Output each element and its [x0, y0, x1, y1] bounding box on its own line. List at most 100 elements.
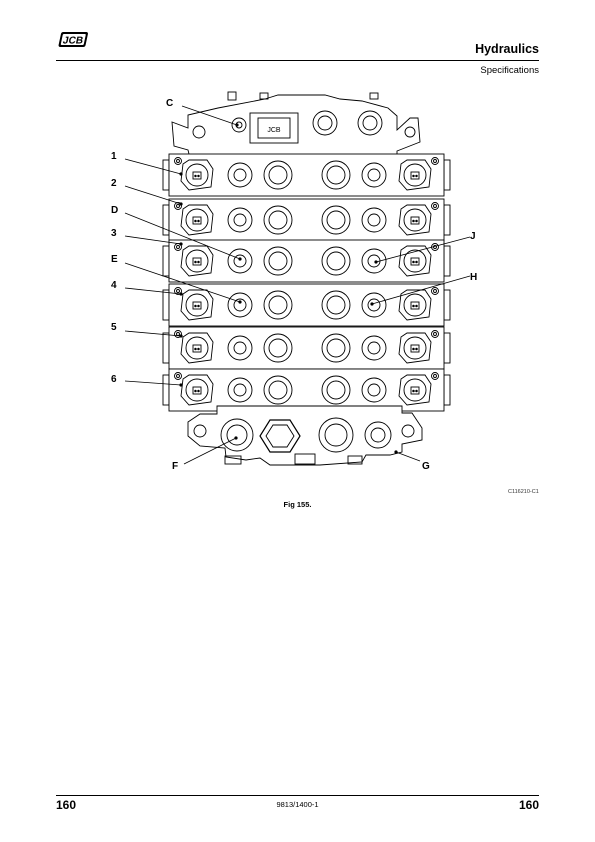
solenoid-coil [403, 293, 427, 317]
section-title: Hydraulics [475, 42, 539, 56]
mount-bolt [174, 330, 182, 338]
leader-lines [124, 105, 471, 465]
callout-3: 3 [111, 228, 117, 239]
connector-icon [192, 216, 202, 225]
solenoid-coil [403, 163, 427, 187]
top-cover: JCB [171, 91, 421, 159]
connector-icon [192, 386, 202, 395]
port-inner [233, 254, 247, 268]
connector-icon [410, 257, 420, 266]
port-outer [227, 292, 253, 318]
section-body [168, 326, 445, 370]
port-inner [233, 213, 247, 227]
port-outer [227, 335, 253, 361]
port-inner [367, 298, 381, 312]
port-inner [326, 251, 346, 271]
valve-section-2 [162, 198, 451, 242]
side-tab-right [443, 159, 451, 191]
footer-rule [56, 795, 539, 796]
port-inner [367, 213, 381, 227]
mount-bolt [174, 157, 182, 165]
port-outer [263, 333, 293, 363]
side-tab-left [162, 245, 170, 277]
port-outer [227, 162, 253, 188]
port-outer [361, 207, 387, 233]
port-outer [361, 377, 387, 403]
document-number: 9813/1400-1 [276, 800, 319, 809]
side-tab-left [162, 159, 170, 191]
port-outer [227, 207, 253, 233]
valve-section-6 [162, 368, 451, 412]
valve-section-5 [162, 326, 451, 370]
callout-j: J [470, 231, 476, 242]
callout-4: 4 [111, 280, 117, 291]
port-outer [263, 205, 293, 235]
subsection-title: Specifications [480, 65, 539, 76]
port-outer [321, 375, 351, 405]
port-outer [361, 335, 387, 361]
jcb-logo: JCB [58, 32, 88, 47]
port-outer [321, 246, 351, 276]
port-outer [321, 205, 351, 235]
port-inner [326, 165, 346, 185]
mount-bolt [431, 372, 439, 380]
callout-f: F [172, 461, 178, 472]
port-outer [321, 290, 351, 320]
mount-bolt [174, 372, 182, 380]
connector-icon [410, 171, 420, 180]
connector-icon [192, 301, 202, 310]
port-outer [361, 162, 387, 188]
port-inner [268, 338, 288, 358]
mount-bolt [431, 287, 439, 295]
header-rule [56, 60, 539, 61]
side-tab-right [443, 332, 451, 364]
port-inner [233, 383, 247, 397]
port-inner [268, 380, 288, 400]
port-outer [321, 333, 351, 363]
port-inner [268, 295, 288, 315]
valve-sections [162, 153, 451, 412]
side-tab-right [443, 204, 451, 236]
port-inner [233, 298, 247, 312]
port-outer [361, 248, 387, 274]
section-body [168, 239, 445, 283]
solenoid-coil [185, 378, 209, 402]
connector-icon [192, 257, 202, 266]
port-inner [326, 295, 346, 315]
mount-bolt [174, 287, 182, 295]
port-inner [326, 210, 346, 230]
section-body [168, 283, 445, 327]
connector-icon [410, 344, 420, 353]
leader-dots [179, 123, 398, 454]
solenoid-coil [403, 378, 427, 402]
solenoid-coil [403, 336, 427, 360]
valve-section-3 [162, 239, 451, 283]
port-inner [367, 168, 381, 182]
solenoid-coil [185, 249, 209, 273]
connector-icon [410, 386, 420, 395]
section-body [168, 198, 445, 242]
mount-bolt [431, 157, 439, 165]
port-outer [227, 248, 253, 274]
figure-caption: Fig 155. [283, 500, 312, 509]
connector-icon [410, 301, 420, 310]
port-inner [268, 165, 288, 185]
port-outer [361, 292, 387, 318]
page-number-right: 160 [518, 798, 539, 812]
connector-icon [192, 171, 202, 180]
port-inner [326, 380, 346, 400]
port-outer [263, 375, 293, 405]
port-inner [367, 341, 381, 355]
section-body [168, 153, 445, 197]
port-outer [263, 246, 293, 276]
callout-1: 1 [111, 151, 117, 162]
inlet-block [187, 405, 423, 466]
section-body [168, 368, 445, 412]
cover-logo-text: JCB [267, 127, 281, 134]
callout-2: 2 [111, 178, 117, 189]
solenoid-coil [403, 208, 427, 232]
mount-bolt [431, 202, 439, 210]
valve-section-4 [162, 283, 451, 327]
solenoid-coil [185, 293, 209, 317]
port-outer [263, 160, 293, 190]
